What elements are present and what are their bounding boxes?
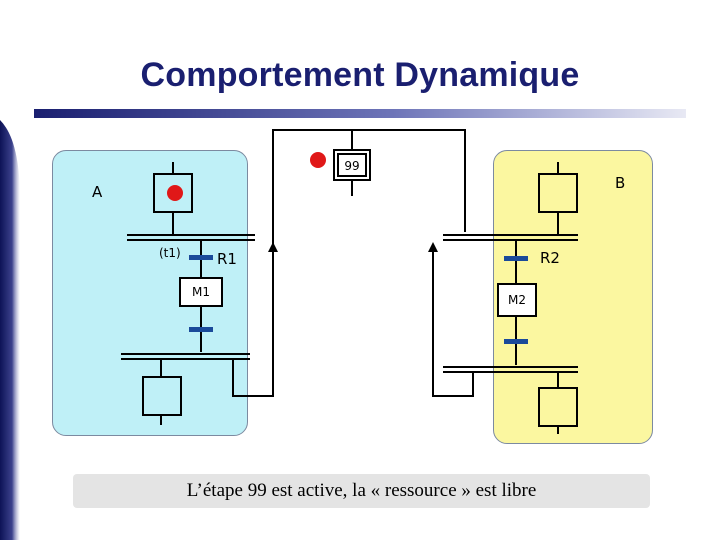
step-99-label: 99 [344,159,359,173]
step-a-final [142,376,182,416]
transition-r2 [504,256,528,261]
token-a-initial [167,185,183,201]
token-99 [310,152,326,168]
step-m1-label: M1 [192,285,210,299]
link-b-return-99 [432,244,474,397]
transition-t1 [189,255,213,260]
step-a-initial [153,173,193,213]
slide-title: Comportement Dynamique [140,56,580,94]
zone-b-label: B [615,174,625,192]
step-m1 [179,277,223,307]
transition-m1-out [189,327,213,332]
transition-m2-out [504,339,528,344]
step-m2 [497,283,537,317]
step-m2-label: M2 [508,293,526,307]
receptivity-r2-label: R2 [540,249,560,267]
transition-t1-label: (t1) [159,246,181,260]
step-99-outer [333,149,371,181]
title-underline [34,109,686,118]
receptivity-r1-label: R1 [217,250,237,268]
step-b-initial [538,173,578,213]
link-99-a [272,129,466,244]
slide-edge-decoration [0,120,20,540]
arrow-b-up [428,242,438,252]
caption-box: L’étape 99 est active, la « ressource » … [73,474,650,508]
arrow-a-up [268,242,278,252]
step-99-inner [337,153,367,177]
link-a-return-99 [232,244,274,397]
step-b-final [538,387,578,427]
zone-a-label: A [92,183,103,201]
